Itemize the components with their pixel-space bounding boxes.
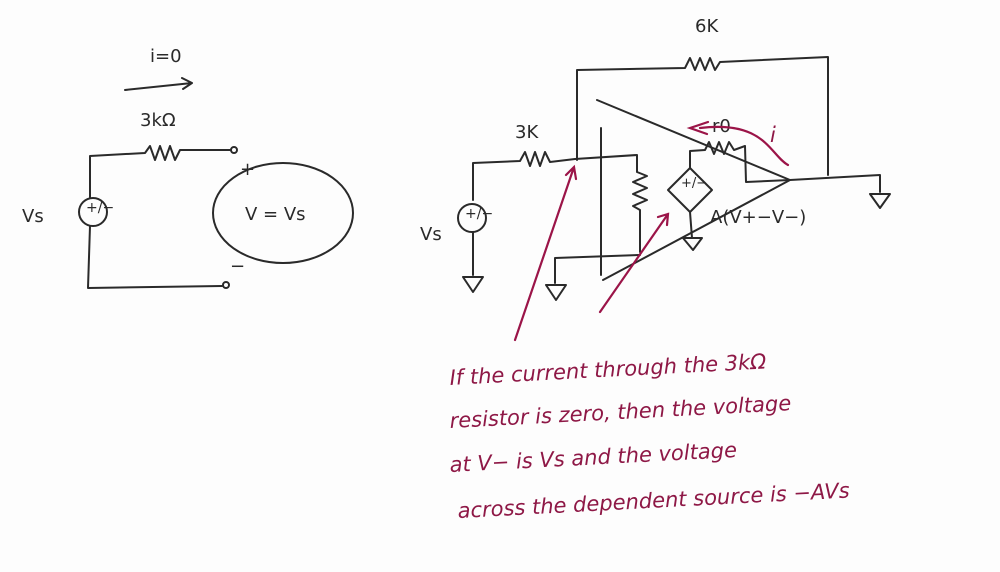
- top-wire-with-resistor: [89, 145, 231, 199]
- minus-terminal-node: [222, 281, 230, 289]
- current-label: i: [770, 123, 776, 147]
- voltage-ellipse: [212, 162, 354, 264]
- input-wire-and-rin: [472, 151, 648, 253]
- feedback-loop-wire: [576, 56, 829, 176]
- source-label: Vs: [420, 224, 442, 245]
- feedback-resistor-label: 6K: [695, 16, 719, 37]
- resistor-label: 3kΩ: [140, 110, 176, 131]
- dependent-source-expr: A(V+−V−): [710, 207, 806, 228]
- pointer-arrow-icon: [513, 164, 578, 342]
- annotation: If the current through the 3kΩ resistor …: [449, 349, 850, 523]
- source-polarity: +/−: [465, 206, 493, 222]
- voltage-source-icon: [78, 197, 108, 227]
- annotation-line: across the dependent source is −AVs: [457, 478, 850, 523]
- ground-icon: [682, 211, 703, 251]
- dependent-source-polarity: +/−: [681, 176, 707, 191]
- annotation-line: If the current through the 3kΩ: [449, 349, 767, 390]
- right-circuit: 6K 3K +/− Vs +/− A(V+−V−) r0 i: [420, 16, 891, 342]
- source-polarity: +/−: [86, 200, 114, 216]
- left-circuit: i=0 3kΩ +/− Vs + − V = Vs: [22, 46, 354, 289]
- input-resistor-label: 3K: [515, 122, 539, 143]
- current-arrow-icon: [686, 120, 790, 167]
- bottom-wire: [87, 225, 223, 289]
- ground-icon: [462, 231, 484, 293]
- annotation-line: at V− is Vs and the voltage: [449, 438, 738, 477]
- minus-sign: −: [230, 256, 245, 277]
- source-label: Vs: [22, 206, 44, 227]
- ground-icon: [545, 254, 641, 301]
- pointer-arrow-icon: [598, 212, 670, 314]
- output-wire-and-ro: [689, 141, 891, 209]
- current-label: i=0: [150, 46, 182, 67]
- annotation-line: resistor is zero, then the voltage: [449, 391, 792, 433]
- open-voltage-label: V = Vs: [245, 204, 306, 225]
- plus-terminal-node: [230, 146, 238, 154]
- current-arrow-icon: [124, 77, 193, 91]
